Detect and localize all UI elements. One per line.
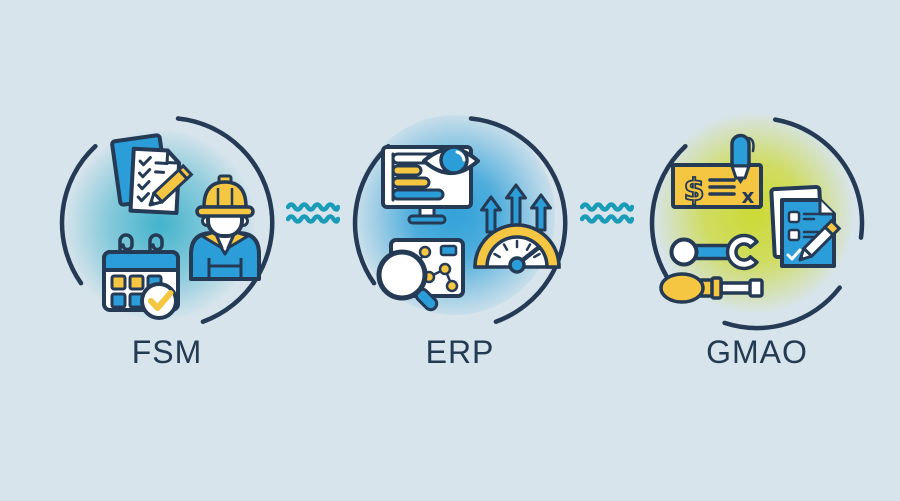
wave-connector-fsm-erp	[286, 202, 340, 224]
fsm-label: FSM	[131, 334, 203, 370]
fsm-icons	[59, 116, 275, 324]
monitor-analytics-eye-icon	[381, 145, 480, 225]
signature-x-mark: x	[742, 184, 755, 208]
growth-arrows-gauge-icon	[473, 183, 561, 274]
network-search-icon	[376, 238, 465, 312]
dollar-sign: $	[684, 173, 705, 208]
calendar-check-icon	[102, 233, 180, 320]
work-order-checklist-icon	[769, 184, 842, 268]
gmao-group: $ x	[642, 108, 872, 370]
screwdriver-icon	[659, 272, 764, 304]
erp-icons	[352, 116, 568, 324]
wave-connector-erp-gmao	[580, 202, 634, 224]
erp-label: ERP	[425, 334, 495, 370]
erp-circle-arcs	[352, 116, 568, 324]
fsm-circle-arcs	[59, 116, 275, 324]
checklist-pencil-icon	[110, 133, 194, 216]
gmao-label: GMAO	[706, 334, 808, 370]
gmao-icons: $ x	[649, 117, 865, 331]
wrench-icon	[669, 233, 759, 271]
cheque-pen-icon: $ x	[671, 133, 763, 209]
gmao-circle-arcs	[649, 117, 865, 331]
fsm-group: FSM	[52, 108, 282, 370]
construction-worker-icon	[189, 174, 261, 281]
erp-group: ERP	[345, 108, 575, 370]
